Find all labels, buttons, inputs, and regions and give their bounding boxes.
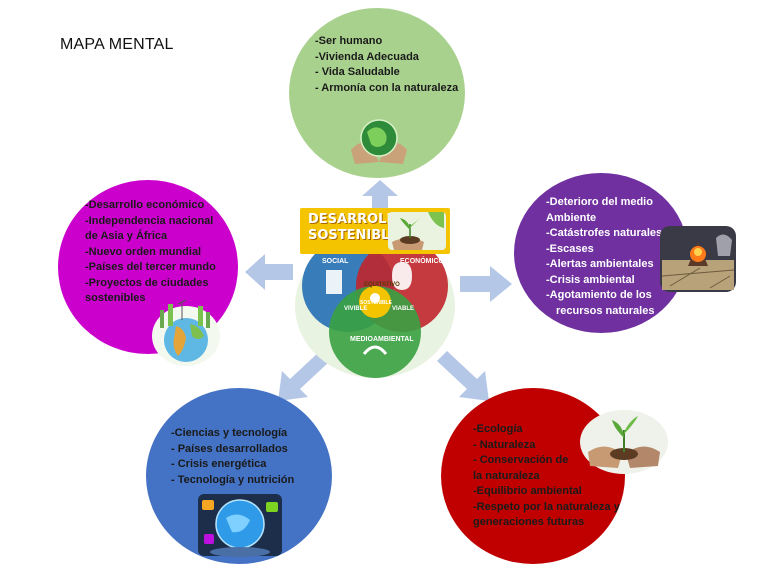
arrow-down-right (437, 351, 489, 401)
node-bottom-left-line: - Tecnología y nutrición (171, 473, 295, 486)
node-bottom-right-text: -Ecología - Naturaleza - Conservación de… (473, 422, 620, 531)
node-right-line: -Escases (546, 242, 594, 255)
node-top-line: -Vivienda Adecuada (315, 50, 419, 63)
node-bottom-left-text: -Ciencias y tecnología - Países desarrol… (171, 426, 294, 488)
node-bottom-left-line: - Crisis energética (171, 458, 267, 470)
node-right-line: recursos naturales (556, 304, 655, 317)
node-right-line: -Crisis ambiental (546, 273, 635, 286)
node-right-line: -Catástrofes naturales (546, 227, 663, 239)
venn-label-sostenible: SOSTENIBLE (360, 300, 392, 306)
arrow-right (460, 266, 512, 302)
badge-title-line-2: SOSTENIBLE (308, 228, 399, 243)
node-left-line: sostenibles (85, 292, 146, 304)
node-right-line: Ambiente (546, 211, 597, 224)
arrow-up (362, 180, 398, 212)
node-left-line: de Asia y África (85, 230, 168, 242)
node-bottom-left-line: - Países desarrollados (171, 442, 288, 455)
node-left-line: -Proyectos de ciudades (85, 276, 209, 289)
venn-label-equitativo: EQUITATIVO (364, 282, 400, 288)
node-bottom-left-circle: -Ciencias y tecnología - Países desarrol… (146, 388, 332, 564)
node-top-text: -Ser humano -Vivienda Adecuada - Vida Sa… (315, 34, 458, 96)
node-top-line: -Ser humano (315, 35, 383, 47)
green-city-globe-icon (152, 299, 220, 366)
node-bottom-right-line: -Ecología (473, 423, 523, 435)
node-right-line: -Deterioro del medio (546, 196, 653, 208)
node-left-line: -Nuevo orden mundial (85, 245, 202, 258)
venn-label-social: SOCIAL (322, 258, 349, 265)
sustainability-venn-diagram (295, 236, 455, 378)
node-bottom-right-line: - Conservación de (473, 454, 569, 466)
node-bottom-right-line: - Naturaleza (473, 438, 536, 451)
node-left-line: -Desarrollo económico (85, 199, 205, 211)
node-bottom-left-line: -Ciencias y tecnología (171, 427, 288, 439)
node-left-line: -Independencia nacional (85, 214, 214, 227)
node-right-line: -Alertas ambientales (546, 258, 654, 270)
hands-plant-icon (580, 410, 668, 474)
node-top-circle: -Ser humano -Vivienda Adecuada - Vida Sa… (289, 8, 465, 178)
node-bottom-right-line: generaciones futuras (473, 516, 585, 528)
node-right-text: -Deterioro del medio Ambiente -Catástrof… (546, 195, 662, 319)
disaster-collage-icon (660, 226, 736, 292)
node-right-circle: -Deterioro del medio Ambiente -Catástrof… (514, 173, 688, 333)
venn-label-economico: ECONÓMICO (400, 258, 444, 265)
badge-title-line-1: DESARROLLO (308, 212, 406, 227)
arrow-left (245, 254, 293, 290)
node-bottom-right-line: -Respeto por la naturaleza y (473, 500, 620, 513)
venn-label-viable: VIABLE (392, 306, 415, 312)
technology-globe-icon (198, 494, 282, 557)
node-bottom-right-line: la naturaleza (473, 469, 540, 482)
sustainable-development-badge: DESARROLLO SOSTENIBLE (300, 208, 450, 254)
node-bottom-right-line: -Equilibrio ambiental (473, 485, 582, 497)
node-bottom-right-circle: -Ecología - Naturaleza - Conservación de… (441, 388, 625, 564)
hand-seedling-icon (392, 212, 444, 250)
arrow-down-left (278, 351, 330, 401)
venn-label-medioambiental: MEDIOAMBIENTAL (350, 336, 414, 343)
badge-plant-image (388, 212, 446, 250)
node-left-line: -Países del tercer mundo (85, 261, 216, 273)
node-top-line: - Armonía con la naturaleza (315, 81, 459, 94)
node-left-text: -Desarrollo económico -Independencia nac… (85, 198, 216, 307)
venn-label-vivible: VIVIBLE (344, 306, 368, 312)
globe-hands-icon (351, 119, 407, 164)
badge-title: DESARROLLO SOSTENIBLE (308, 212, 405, 244)
page-title: MAPA MENTAL (60, 36, 174, 53)
node-right-line: -Agotamiento de los (546, 289, 652, 301)
node-top-line: - Vida Saludable (315, 66, 400, 78)
